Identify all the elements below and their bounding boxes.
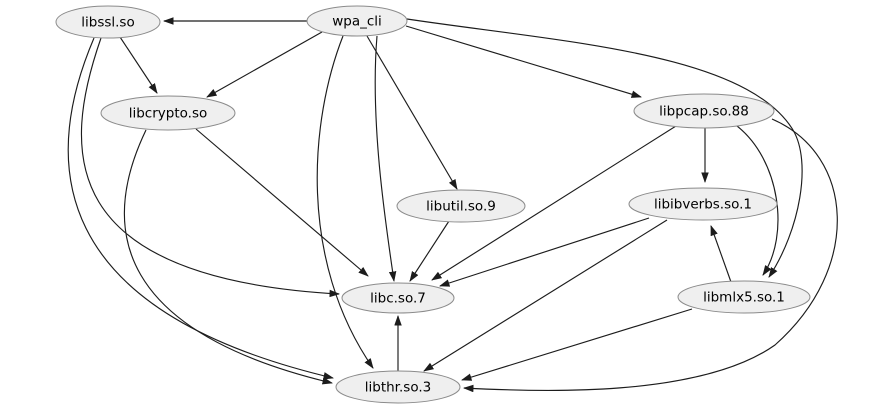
node-libssl.so: libssl.so bbox=[55, 5, 161, 39]
node-label-libssl.so: libssl.so bbox=[81, 15, 134, 31]
edge-wpa_cli-to-libmlx5.so.1 bbox=[406, 18, 803, 278]
edge-wpa_cli-to-libc.so.7 bbox=[374, 35, 397, 282]
node-libc.so.7: libc.so.7 bbox=[341, 282, 455, 314]
node-libmlx5.so.1: libmlx5.so.1 bbox=[677, 280, 811, 314]
node-label-libthr.so.3: libthr.so.3 bbox=[365, 380, 431, 396]
node-label-libpcap.so.88: libpcap.so.88 bbox=[659, 104, 749, 120]
edge-wpa_cli-to-libutil.so.9 bbox=[366, 35, 458, 190]
node-ellipse-libssl.so bbox=[55, 5, 161, 39]
edge-libmlx5.so.1-to-libthr.so.3 bbox=[461, 308, 693, 381]
edge-libssl.so-to-libc.so.7 bbox=[80, 37, 340, 298]
edge-libpcap.so.88-to-libc.so.7 bbox=[431, 125, 677, 281]
edge-wpa_cli-to-libpcap.so.88 bbox=[405, 25, 642, 98]
node-libcrypto.so: libcrypto.so bbox=[100, 95, 236, 131]
edge-libpcap.so.88-to-libmlx5.so.1 bbox=[736, 125, 779, 276]
node-ellipse-libthr.so.3 bbox=[335, 370, 461, 404]
node-label-wpa_cli: wpa_cli bbox=[332, 14, 382, 30]
edges-layer bbox=[67, 17, 838, 393]
node-ellipse-libibverbs.so.1 bbox=[628, 187, 778, 221]
node-ellipse-wpa_cli bbox=[306, 5, 408, 37]
node-ellipse-libcrypto.so bbox=[100, 95, 236, 131]
edge-libibverbs.so.1-to-libthr.so.3 bbox=[423, 219, 668, 372]
edge-libcrypto.so-to-libc.so.7 bbox=[195, 128, 369, 277]
node-label-libcrypto.so: libcrypto.so bbox=[129, 106, 208, 122]
edge-libssl.so-to-libcrypto.so bbox=[119, 36, 158, 94]
nodes-layer: wpa_cli libssl.so libcrypto.so libpcap.so.8… bbox=[55, 5, 811, 404]
node-libthr.so.3: libthr.so.3 bbox=[335, 370, 461, 404]
node-label-libmlx5.so.1: libmlx5.so.1 bbox=[703, 290, 785, 306]
node-libpcap.so.88: libpcap.so.88 bbox=[633, 93, 775, 129]
edge-libpcap.so.88-to-libthr.so.3 bbox=[463, 118, 838, 393]
node-ellipse-libpcap.so.88 bbox=[633, 93, 775, 129]
node-ellipse-libc.so.7 bbox=[341, 282, 455, 314]
node-ellipse-libutil.so.9 bbox=[396, 189, 526, 223]
node-label-libutil.so.9: libutil.so.9 bbox=[426, 199, 496, 215]
node-wpa_cli: wpa_cli bbox=[306, 5, 408, 37]
node-label-libc.so.7: libc.so.7 bbox=[370, 291, 426, 307]
node-libibverbs.so.1: libibverbs.so.1 bbox=[628, 187, 778, 221]
edge-wpa_cli-to-libcrypto.so bbox=[206, 31, 323, 98]
node-ellipse-libmlx5.so.1 bbox=[677, 280, 811, 314]
edge-libssl.so-to-libthr.so.3 bbox=[67, 37, 334, 380]
edge-libibverbs.so.1-to-libc.so.7 bbox=[439, 217, 650, 287]
edge-wpa_cli-to-libthr.so.3 bbox=[316, 35, 374, 369]
node-label-libibverbs.so.1: libibverbs.so.1 bbox=[654, 197, 752, 213]
edge-libutil.so.9-to-libc.so.7 bbox=[409, 220, 450, 282]
edge-libcrypto.so-to-libthr.so.3 bbox=[123, 129, 333, 385]
node-libutil.so.9: libutil.so.9 bbox=[396, 189, 526, 223]
edge-libmlx5.so.1-to-libibverbs.so.1 bbox=[710, 225, 732, 283]
